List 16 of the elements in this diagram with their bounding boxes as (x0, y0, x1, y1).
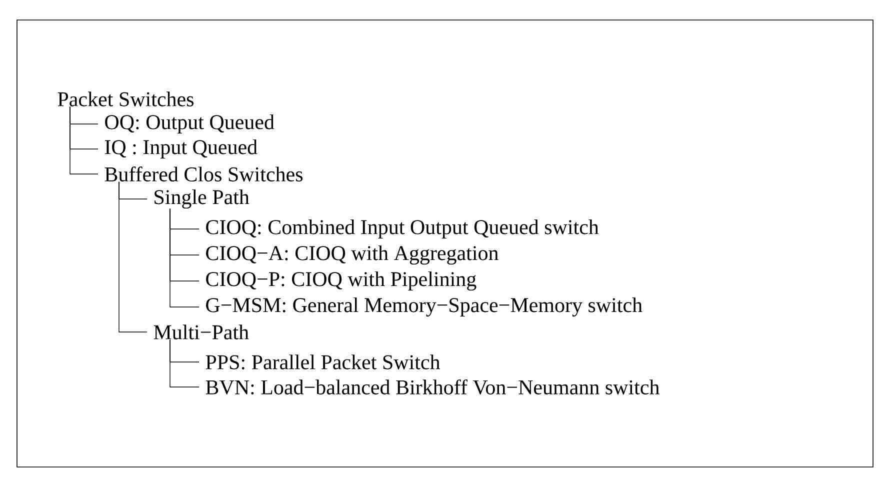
tree-item: CIOQ−A: CIOQ with Aggregation (206, 245, 498, 265)
tree-item: G−MSM: General Memory−Space−Memory switch (206, 297, 642, 317)
tree-item: BVN: Load−balanced Birkhoff Von−Neumann switch (206, 379, 660, 395)
tree-connector (70, 106, 98, 174)
tree-item: Buffered Clos Switches (104, 166, 303, 182)
tree-item: Multi−Path (154, 324, 249, 340)
tree-item: CIOQ−P: CIOQ with Pipelining (206, 271, 476, 291)
tree-connector (170, 339, 200, 388)
tree-item: IQ : Input Queued (104, 139, 258, 159)
tree-connector (118, 181, 148, 332)
tree-connector (170, 208, 200, 308)
tree-item: OQ: Output Queued (105, 114, 274, 134)
tree-item: CIOQ: Combined Input Output Queued switch (206, 219, 599, 239)
tree-item: PPS: Parallel Packet Switch (206, 354, 440, 370)
tree-item: Packet Switches (58, 92, 194, 106)
tree-item: Single Path (154, 189, 250, 209)
